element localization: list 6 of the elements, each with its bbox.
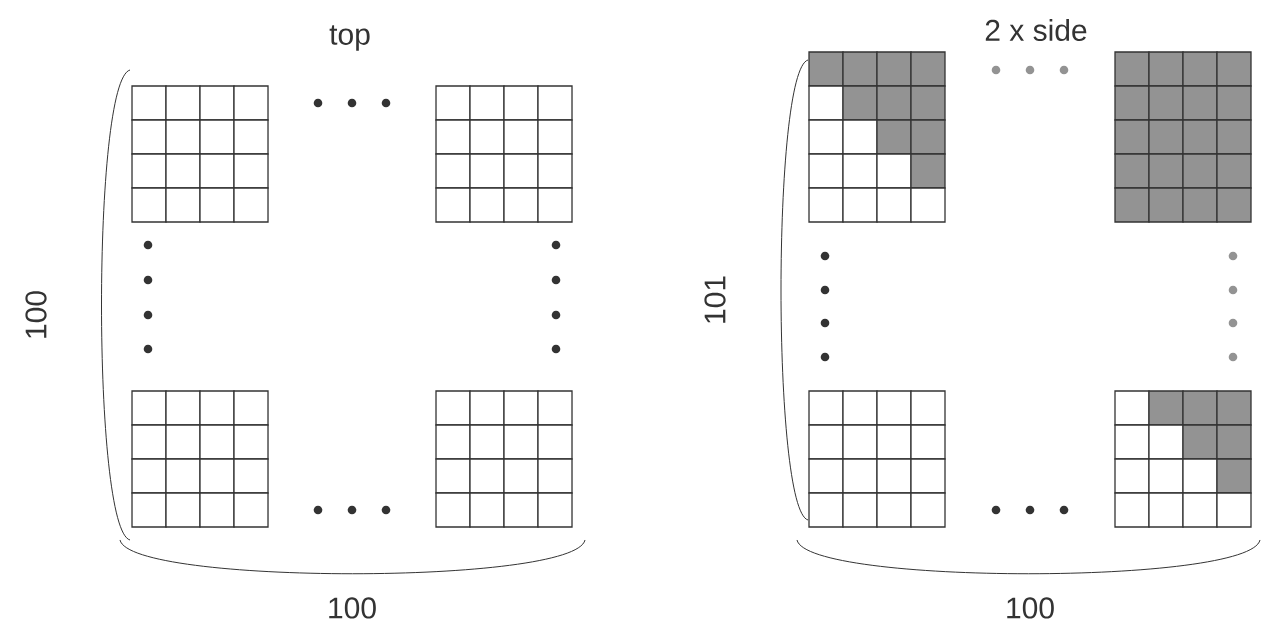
dimension-label: 101 [704, 276, 726, 323]
dimension-label: 100 [329, 597, 376, 619]
panel-title: 2 x side [985, 19, 1087, 41]
panel-title: top [329, 25, 370, 51]
dimension-label: 100 [1007, 597, 1054, 619]
dimension-label: 100 [25, 291, 47, 338]
